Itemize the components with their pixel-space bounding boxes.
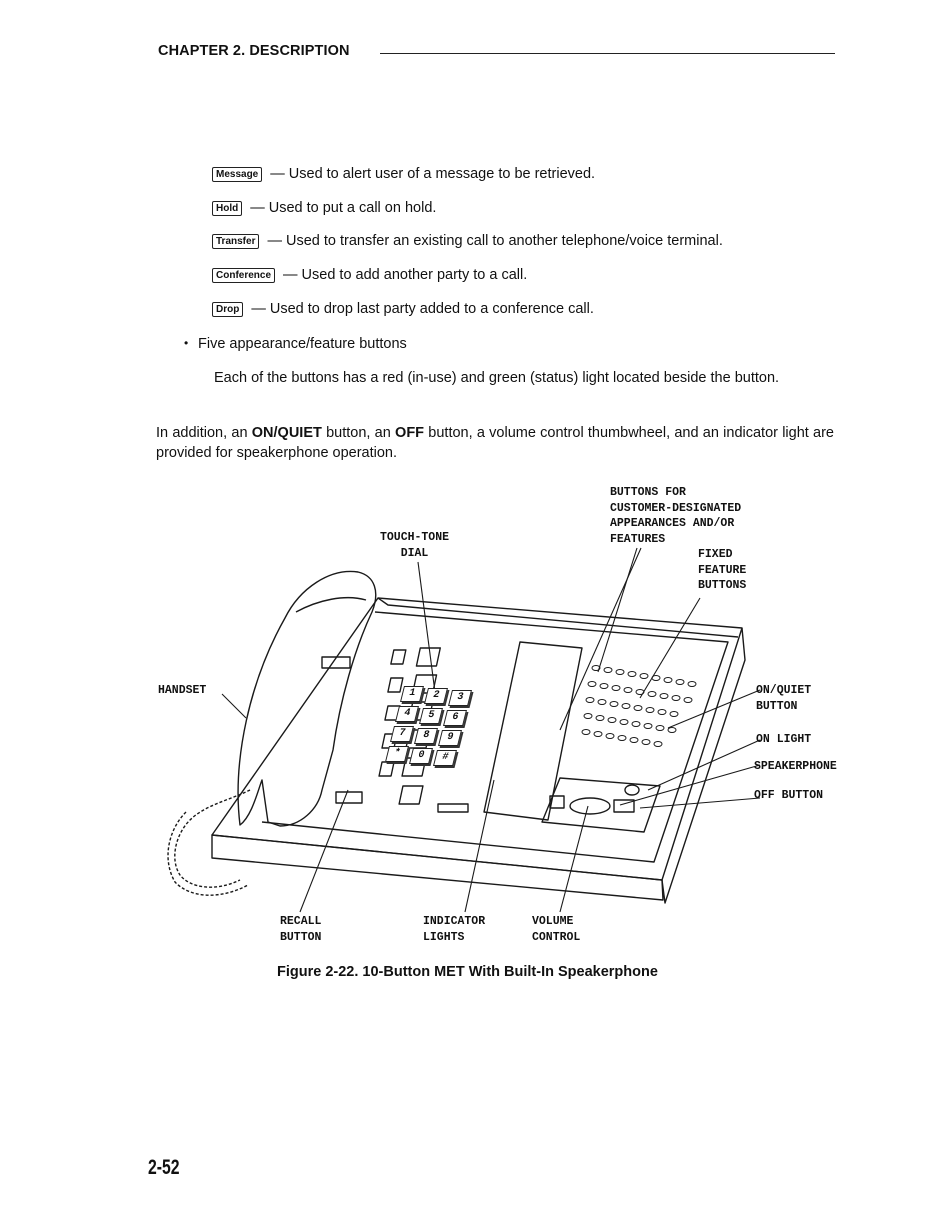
bullet-item: • Five appearance/feature buttons: [184, 336, 407, 352]
key-item-description: — Used to drop last party added to a con…: [251, 301, 594, 317]
dial-key: 6: [443, 710, 467, 726]
key-item-description: — Used to alert user of a message to be …: [270, 166, 596, 182]
key-item-transfer: Transfer — Used to transfer an existing …: [212, 233, 723, 249]
dial-key: 5: [419, 708, 443, 724]
label-fixed-feature: FIXED FEATURE BUTTONS: [698, 548, 747, 592]
key-item-message: Message — Used to alert user of a messag…: [212, 166, 595, 182]
label-off-button: OFF BUTTON: [754, 789, 824, 802]
dial-key: 9: [438, 730, 462, 746]
inner-plate: [261, 611, 729, 863]
recall-button: [335, 791, 363, 804]
speakerphone-paragraph: In addition, an ON/QUIET button, an OFF …: [156, 425, 834, 461]
key-item-conference: Conference — Used to add another party t…: [212, 267, 527, 283]
speakerphone-panel: [541, 777, 661, 833]
handset-cord: [174, 789, 251, 888]
hold-key-label: Hold: [212, 200, 243, 216]
key-item-drop: Drop — Used to drop last party added to …: [212, 301, 594, 317]
drop-key-label: Drop: [212, 301, 244, 317]
label-on-light: ON LIGHT: [756, 733, 812, 746]
message-key-label: Message: [212, 166, 263, 182]
key-item-hold: Hold — Used to put a call on hold.: [212, 200, 436, 216]
key-item-description: — Used to transfer an existing call to a…: [267, 233, 723, 249]
dial-key: 1: [400, 686, 424, 702]
dial-key: #: [433, 750, 457, 766]
bullet-marker: •: [184, 336, 189, 350]
dial-key: 0: [409, 748, 433, 764]
page-number: 2-52: [148, 1156, 180, 1179]
dial-key: 4: [395, 706, 419, 722]
key-item-description: — Used to put a call on hold.: [250, 200, 437, 216]
header-rule: [380, 53, 835, 54]
phone-base-front: [211, 834, 664, 901]
indicator-slot: [437, 803, 469, 813]
chapter-header: CHAPTER 2. DESCRIPTION: [158, 43, 350, 59]
handset: [237, 570, 377, 827]
speaker-grille: [581, 665, 697, 747]
transfer-key-label: Transfer: [212, 233, 260, 249]
label-handset: HANDSET: [158, 684, 207, 697]
bullet-body: Each of the buttons has a red (in-use) a…: [214, 370, 780, 386]
label-speakerphone: SPEAKERPHONE: [754, 760, 837, 773]
figure-caption: Figure 2-22. 10-Button MET With Built-In…: [277, 964, 658, 980]
dial-key: 7: [390, 726, 414, 742]
label-volume: VOLUME CONTROL: [532, 915, 581, 944]
dial-key: 8: [414, 728, 438, 744]
conference-key-label: Conference: [212, 267, 276, 283]
key-item-description: — Used to add another party to a call.: [283, 267, 528, 283]
label-on-quiet: ON/QUIET BUTTON: [756, 684, 812, 713]
dial-key: *: [385, 746, 409, 762]
bullet-title: Five appearance/feature buttons: [198, 336, 407, 352]
callout-lines: [221, 547, 761, 913]
label-recall: RECALL BUTTON: [280, 915, 322, 944]
dial-key: 2: [424, 688, 448, 704]
label-touch-tone: TOUCH-TONE DIAL: [380, 531, 450, 560]
dial-key: 3: [448, 690, 472, 706]
label-buttons-for: BUTTONS FOR CUSTOMER-DESIGNATED APPEARAN…: [610, 486, 742, 546]
label-indicator: INDICATOR LIGHTS: [423, 915, 486, 944]
phone-base-right: [661, 627, 746, 904]
